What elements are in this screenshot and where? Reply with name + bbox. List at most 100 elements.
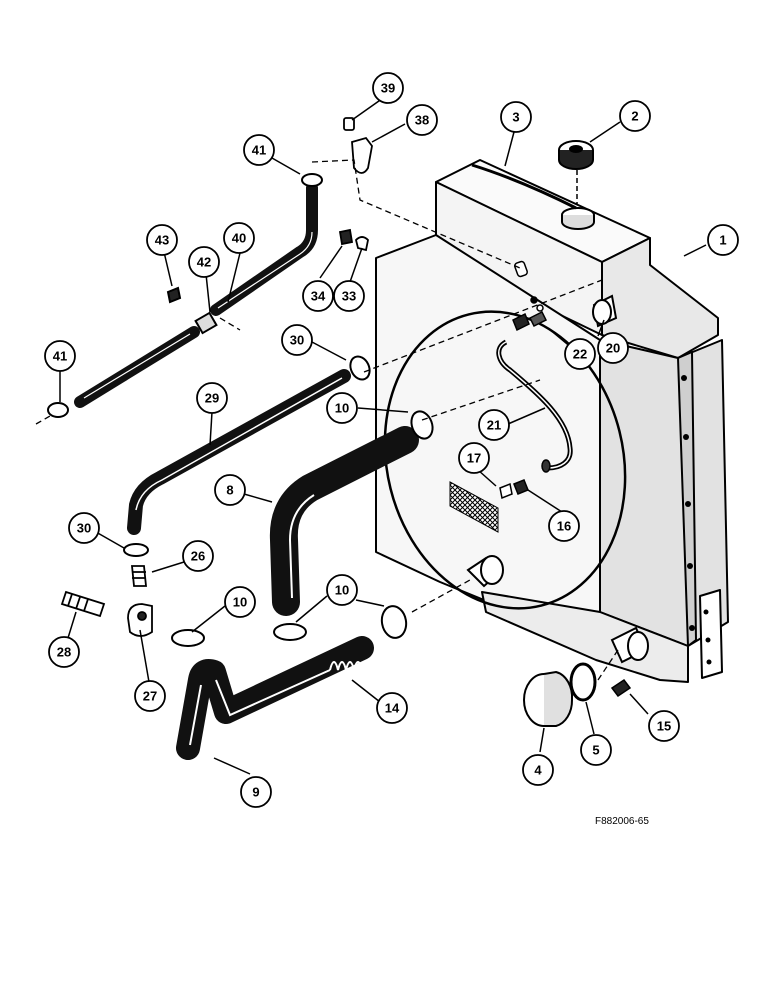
lower-hose-y xyxy=(176,636,374,760)
screw-39 xyxy=(343,117,355,131)
callout-9-circle xyxy=(240,776,272,808)
hose-spring xyxy=(329,661,363,671)
callout-39-circle xyxy=(372,72,404,104)
callout-22-circle xyxy=(564,338,596,370)
callout-15-circle xyxy=(648,710,680,742)
overflow-tube xyxy=(471,163,577,210)
callout-39-label: 39 xyxy=(381,81,395,96)
alignment-lines xyxy=(35,159,619,681)
callout-30a-circle xyxy=(281,324,313,356)
callout-40-circle xyxy=(223,222,255,254)
clamp-10-right xyxy=(380,605,408,639)
callout-10a-circle xyxy=(326,392,358,424)
callout-33-circle xyxy=(333,280,365,312)
vent-elbow-38 xyxy=(351,136,373,174)
callout-10c-circle xyxy=(326,574,358,606)
callout-4-circle xyxy=(522,754,554,786)
callout-26-circle xyxy=(182,540,214,572)
callout-42-circle xyxy=(188,246,220,278)
clamp-10-mid xyxy=(273,623,307,641)
lower-inlet xyxy=(466,555,504,588)
callout-28-label: 28 xyxy=(57,645,71,660)
callout-22-label: 22 xyxy=(573,347,587,362)
drain-petcock xyxy=(499,459,551,500)
callout-5-circle xyxy=(580,734,612,766)
callout-43-label: 43 xyxy=(155,233,169,248)
callout-28-circle xyxy=(48,636,80,668)
nipple-26 xyxy=(131,565,147,587)
callout-20-label: 20 xyxy=(606,341,620,356)
filler-cap xyxy=(558,140,595,230)
callout-27-circle xyxy=(134,680,166,712)
clamp-30-bottom xyxy=(123,543,149,557)
clamp-5 xyxy=(569,662,597,702)
vent-hose-upper xyxy=(210,182,318,316)
fan-shroud-ring xyxy=(383,310,627,610)
callout-38-circle xyxy=(406,104,438,136)
callout-26-label: 26 xyxy=(191,549,205,564)
callout-10b-circle xyxy=(224,586,256,618)
callout-30a-label: 30 xyxy=(290,333,304,348)
overflow-hose xyxy=(127,369,351,535)
callout-29-circle xyxy=(196,382,228,414)
callout-20-circle xyxy=(597,332,629,364)
callout-42-label: 42 xyxy=(197,255,211,270)
bottom-outlet xyxy=(610,626,649,664)
callout-5-label: 5 xyxy=(592,743,599,758)
callout-14-label: 14 xyxy=(385,701,400,716)
top-fittings xyxy=(512,260,548,332)
clamp-10-left xyxy=(171,629,205,647)
screw-34 xyxy=(338,228,354,246)
callout-29-label: 29 xyxy=(205,391,219,406)
side-panel-bolts xyxy=(681,375,712,665)
callout-14-circle xyxy=(376,692,408,724)
callout-2-circle xyxy=(619,100,651,132)
callout-1-circle xyxy=(707,224,739,256)
callout-15-label: 15 xyxy=(657,719,671,734)
leader-lines xyxy=(59,95,707,775)
clamp-41-top xyxy=(301,173,323,187)
upper-outlet xyxy=(592,294,618,328)
callout-41a-circle xyxy=(243,134,275,166)
callout-30b-circle xyxy=(68,512,100,544)
callout-16-circle xyxy=(548,510,580,542)
callout-43-circle xyxy=(146,224,178,256)
figure-reference: F882006-65 xyxy=(595,816,649,827)
callout-8-label: 8 xyxy=(226,483,233,498)
callout-3-circle xyxy=(500,101,532,133)
callout-38-label: 38 xyxy=(415,113,429,128)
callout-4-label: 4 xyxy=(534,763,542,778)
clamp-41-bottom xyxy=(47,402,69,418)
callout-17-label: 17 xyxy=(467,451,481,466)
fitting-42 xyxy=(194,311,218,335)
callout-33-label: 33 xyxy=(342,289,356,304)
callout-30b-label: 30 xyxy=(77,521,91,536)
callout-10c-label: 10 xyxy=(335,583,349,598)
clamp-30-top xyxy=(349,355,371,381)
callout-17-circle xyxy=(458,442,490,474)
callout-41b-label: 41 xyxy=(53,349,67,364)
callout-21-label: 21 xyxy=(487,418,501,433)
callout-9-label: 9 xyxy=(252,785,259,800)
callout-21-circle xyxy=(478,409,510,441)
upper-hose xyxy=(269,426,419,616)
callout-41a-label: 41 xyxy=(252,143,266,158)
callout-8-circle xyxy=(214,474,246,506)
callout-1-label: 1 xyxy=(719,233,726,248)
callout-41b-circle xyxy=(44,340,76,372)
bolt-43 xyxy=(166,286,182,304)
nipple-28 xyxy=(60,590,106,618)
clip-33 xyxy=(355,236,369,252)
callout-2-label: 2 xyxy=(631,109,638,124)
callout-10a-label: 10 xyxy=(335,401,349,416)
callout-3-label: 3 xyxy=(512,110,519,125)
core-mesh xyxy=(449,481,499,533)
callout-16-label: 16 xyxy=(557,519,571,534)
callout-34-circle xyxy=(302,280,334,312)
callout-10b-label: 10 xyxy=(233,595,247,610)
callout-34-label: 34 xyxy=(311,289,326,304)
drain-valve xyxy=(610,678,632,698)
callout-40-label: 40 xyxy=(232,231,246,246)
callout-27-label: 27 xyxy=(143,689,157,704)
